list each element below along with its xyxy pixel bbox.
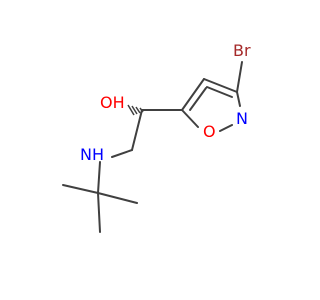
bond-cq-me3: [97, 192, 101, 233]
atom-bromine: Br: [233, 41, 251, 60]
bond-cq-me1: [62, 184, 99, 194]
bond-c5-c4: [181, 78, 205, 111]
bond-c5-c4-inner: [189, 87, 207, 111]
bond-c3-n: [236, 91, 241, 107]
bond-nh-cq: [97, 161, 101, 194]
bond-cstar-ch2: [131, 109, 143, 151]
bond-o-c5: [181, 109, 199, 128]
atom-amine: NH: [80, 145, 104, 164]
atom-ring-oxygen: O: [203, 122, 216, 141]
stereo-hash-wedge: [127, 104, 144, 116]
bond-n-o: [219, 124, 233, 132]
atom-hydroxyl: OH: [100, 93, 125, 112]
bond-cq-me2: [97, 192, 138, 204]
bond-ch2-nh: [111, 149, 133, 158]
bond-c3-br: [236, 61, 243, 93]
bond-c4-c3-double: [206, 86, 233, 98]
molecule-diagram: Br N O OH NH: [62, 41, 251, 233]
atom-ring-nitrogen: N: [236, 109, 248, 128]
bond-c4-c3: [203, 78, 238, 93]
structure-svg: Br N O OH NH: [62, 41, 251, 233]
